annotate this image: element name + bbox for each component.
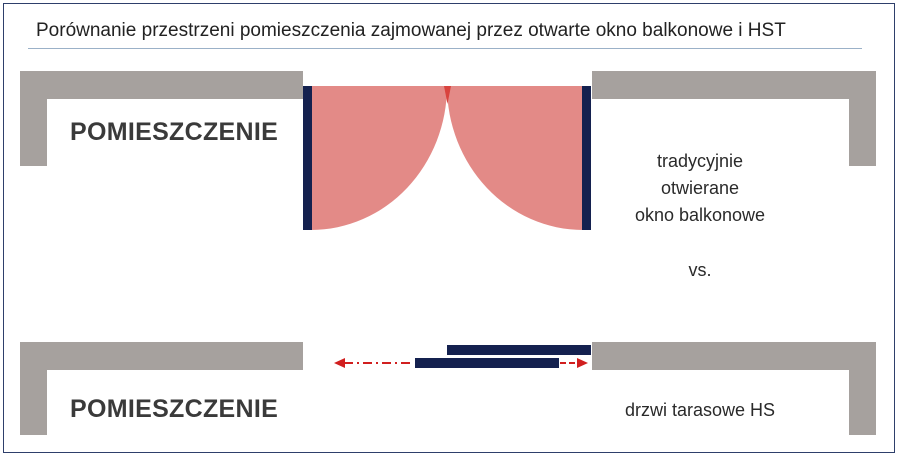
top-wall-right [592, 71, 876, 166]
sliding-panel-moving [415, 358, 559, 368]
hs-door-label: drzwi tarasowe HS [624, 400, 776, 420]
right-sash-swing-area [447, 86, 583, 230]
bottom-wall-right [592, 342, 876, 435]
description-line: otwierane [660, 178, 740, 198]
bottom-wall-left [20, 342, 303, 435]
sliding-panel-fixed [447, 345, 591, 355]
room-label-bottom: POMIESZCZENIE [70, 395, 279, 423]
room-label-top: POMIESZCZENIE [70, 118, 279, 146]
right-window-sash [582, 86, 591, 230]
sash-overlap-mark [444, 86, 451, 104]
traditional-window-label: tradycyjnie otwierane okno balkonowe [605, 148, 795, 229]
diagram-frame [3, 3, 895, 453]
title-divider [28, 48, 862, 49]
top-wall-left [20, 71, 303, 166]
left-window-sash [303, 86, 312, 230]
description-line: okno balkonowe [634, 205, 766, 225]
vs-label: vs. [688, 260, 712, 280]
left-sash-swing-area [311, 86, 447, 230]
diagram-title: Porównanie przestrzeni pomieszczenia zaj… [36, 20, 786, 41]
slide-direction-arrow [334, 358, 588, 368]
description-line: tradycyjnie [656, 151, 744, 171]
